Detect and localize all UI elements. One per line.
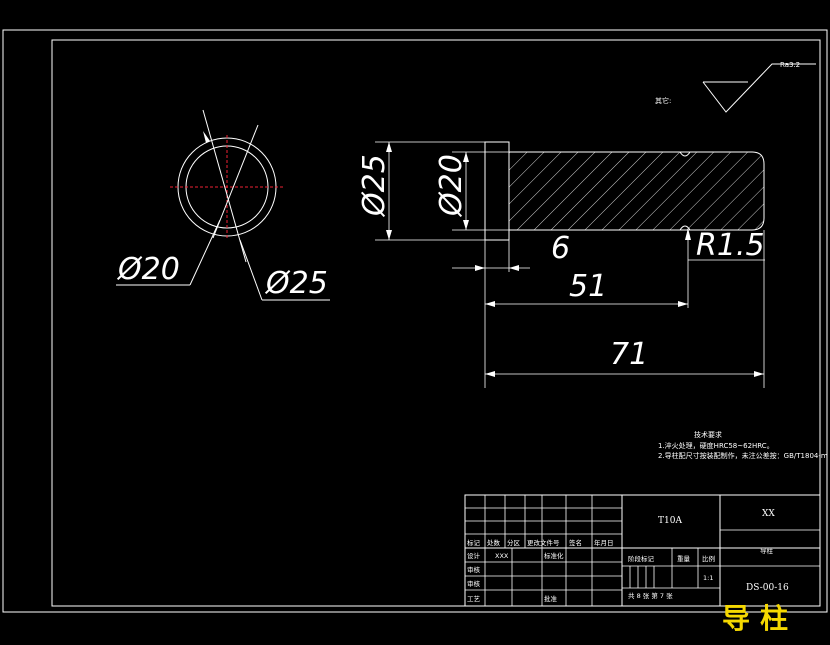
surface-finish-symbol: Ra3.2 其它: [655, 61, 816, 113]
part-name-stamp: 导柱 [722, 602, 798, 635]
tb-row-design-label: 设计 [467, 551, 481, 560]
mid-length-dim: 51 [569, 269, 607, 304]
radius-dim: R1.5 [696, 228, 765, 263]
tb-header-1: 处数 [487, 538, 501, 547]
tb-row-check-label: 审核 [467, 565, 481, 574]
tech-requirements: 技术要求 1.淬火处理，硬度HRC58~62HRC。 2.导柱配尺寸按装配制作，… [658, 430, 828, 460]
tb-header-0: 标记 [467, 538, 481, 547]
tb-header-4: 签名 [569, 538, 582, 547]
inner-border [51, 39, 821, 607]
drawing-number: DS-00-16 [746, 583, 789, 593]
tb-header-3: 更改文件号 [527, 538, 560, 547]
tb-row-design-extra: 标准化 [544, 551, 564, 560]
circle-view: Ø20 Ø25 [116, 109, 330, 301]
roughness-label: Ra3.2 [780, 61, 800, 69]
material-label: T10A [658, 516, 682, 526]
tb-row-process-label: 工艺 [467, 595, 481, 603]
tech-req-line-1: 1.淬火处理，硬度HRC58~62HRC。 [658, 441, 774, 450]
circle-outer-dim: Ø25 [264, 266, 328, 301]
outer-border [2, 29, 828, 613]
part-name-label: 导柱 [760, 546, 774, 555]
tb-row-review-label: 审核 [467, 579, 481, 588]
tech-req-title: 技术要求 [694, 430, 722, 439]
tb-header-5: 年月日 [594, 538, 614, 547]
shaft-outer-dim: Ø25 [357, 154, 392, 218]
scale-label: 比例 [702, 554, 715, 563]
circle-inner-dim: Ø20 [116, 252, 180, 287]
shaft-profile: Ø25 Ø20 6 R1.5 51 71 [357, 141, 765, 388]
tech-req-line-2: 2.导柱配尺寸按装配制作，未注公差按：GB/T1804-m [658, 451, 828, 460]
weight-label: 重量 [677, 555, 691, 563]
shaft-inner-dim: Ø20 [434, 154, 469, 218]
step-length-dim: 6 [551, 231, 570, 266]
tb-header-2: 分区 [507, 538, 521, 547]
other-label: 其它: [655, 96, 671, 105]
title-block: 标记 处数 分区 更改文件号 签名 年月日 设计 XXX 标准化 审核 审核 工… [464, 494, 821, 607]
sheet-info: 共 8 张 第 7 张 [628, 591, 673, 600]
company-label: XX [762, 509, 775, 519]
stage-label: 阶段标记 [628, 554, 655, 563]
scale-value: 1:1 [703, 574, 713, 582]
tb-row-design-name: XXX [495, 552, 509, 560]
total-length-dim: 71 [610, 337, 648, 372]
tb-row-process-extra: 批准 [544, 594, 558, 603]
